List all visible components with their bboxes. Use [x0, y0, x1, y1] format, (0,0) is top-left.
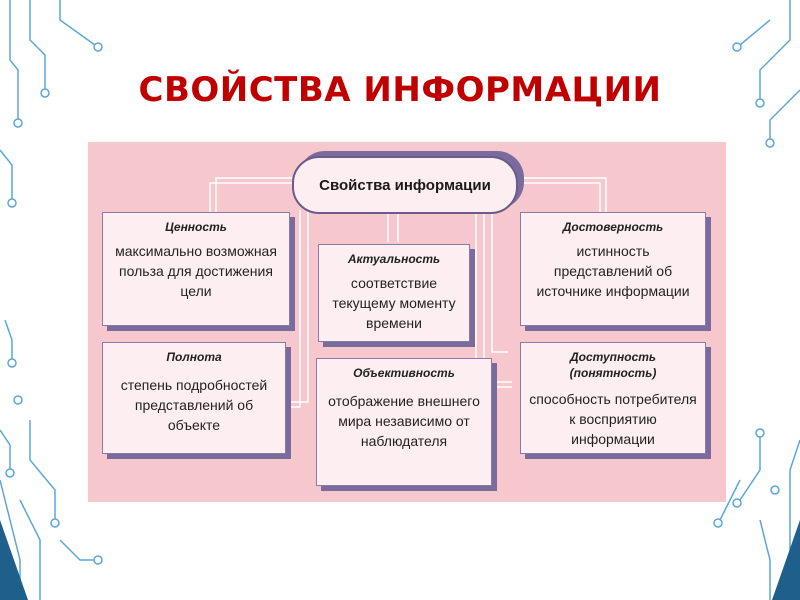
properties-diagram: Свойства информации Ценность максимально… — [88, 142, 726, 502]
box-polnota-heading: Полнота — [166, 350, 222, 364]
slide-title: СВОЙСТВА ИНФОРМАЦИИ — [138, 70, 662, 110]
box-dostovernost-text: истинность представлений об источнике ин… — [536, 243, 690, 299]
box-cennost-text: максимально возможная польза для достиже… — [115, 243, 277, 299]
box-cennost-heading: Ценность — [165, 220, 227, 234]
connector-lines — [209, 177, 607, 408]
box-cennost: Ценность максимально возможная польза дл… — [102, 212, 290, 326]
box-aktualnost-text: соответствие текущему моменту времени — [332, 275, 456, 331]
box-obektivnost-text: отображение внешнего мира независимо от … — [328, 393, 480, 449]
box-aktualnost-heading: Актуальность — [347, 252, 441, 266]
box-obektivnost: Объективность отображение внешнего мира … — [316, 358, 492, 486]
box-dostovernost: Достоверность истинность представлений о… — [520, 212, 706, 326]
box-dostovernost-heading: Достоверность — [562, 220, 664, 234]
box-dostupnost-heading: Доступность (понятность) — [569, 350, 657, 380]
box-dostupnost: Доступность (понятность) способность пот… — [520, 342, 706, 454]
center-node: Свойства информации — [292, 156, 518, 214]
box-dostupnost-text: способность потребителя к восприятию инф… — [529, 391, 697, 447]
box-aktualnost: Актуальность соответствие текущему момен… — [318, 244, 470, 342]
box-polnota-text: степень подробностей представлений об об… — [120, 377, 268, 433]
box-polnota: Полнота степень подробностей представлен… — [102, 342, 286, 454]
box-obektivnost-heading: Объективность — [353, 366, 455, 380]
